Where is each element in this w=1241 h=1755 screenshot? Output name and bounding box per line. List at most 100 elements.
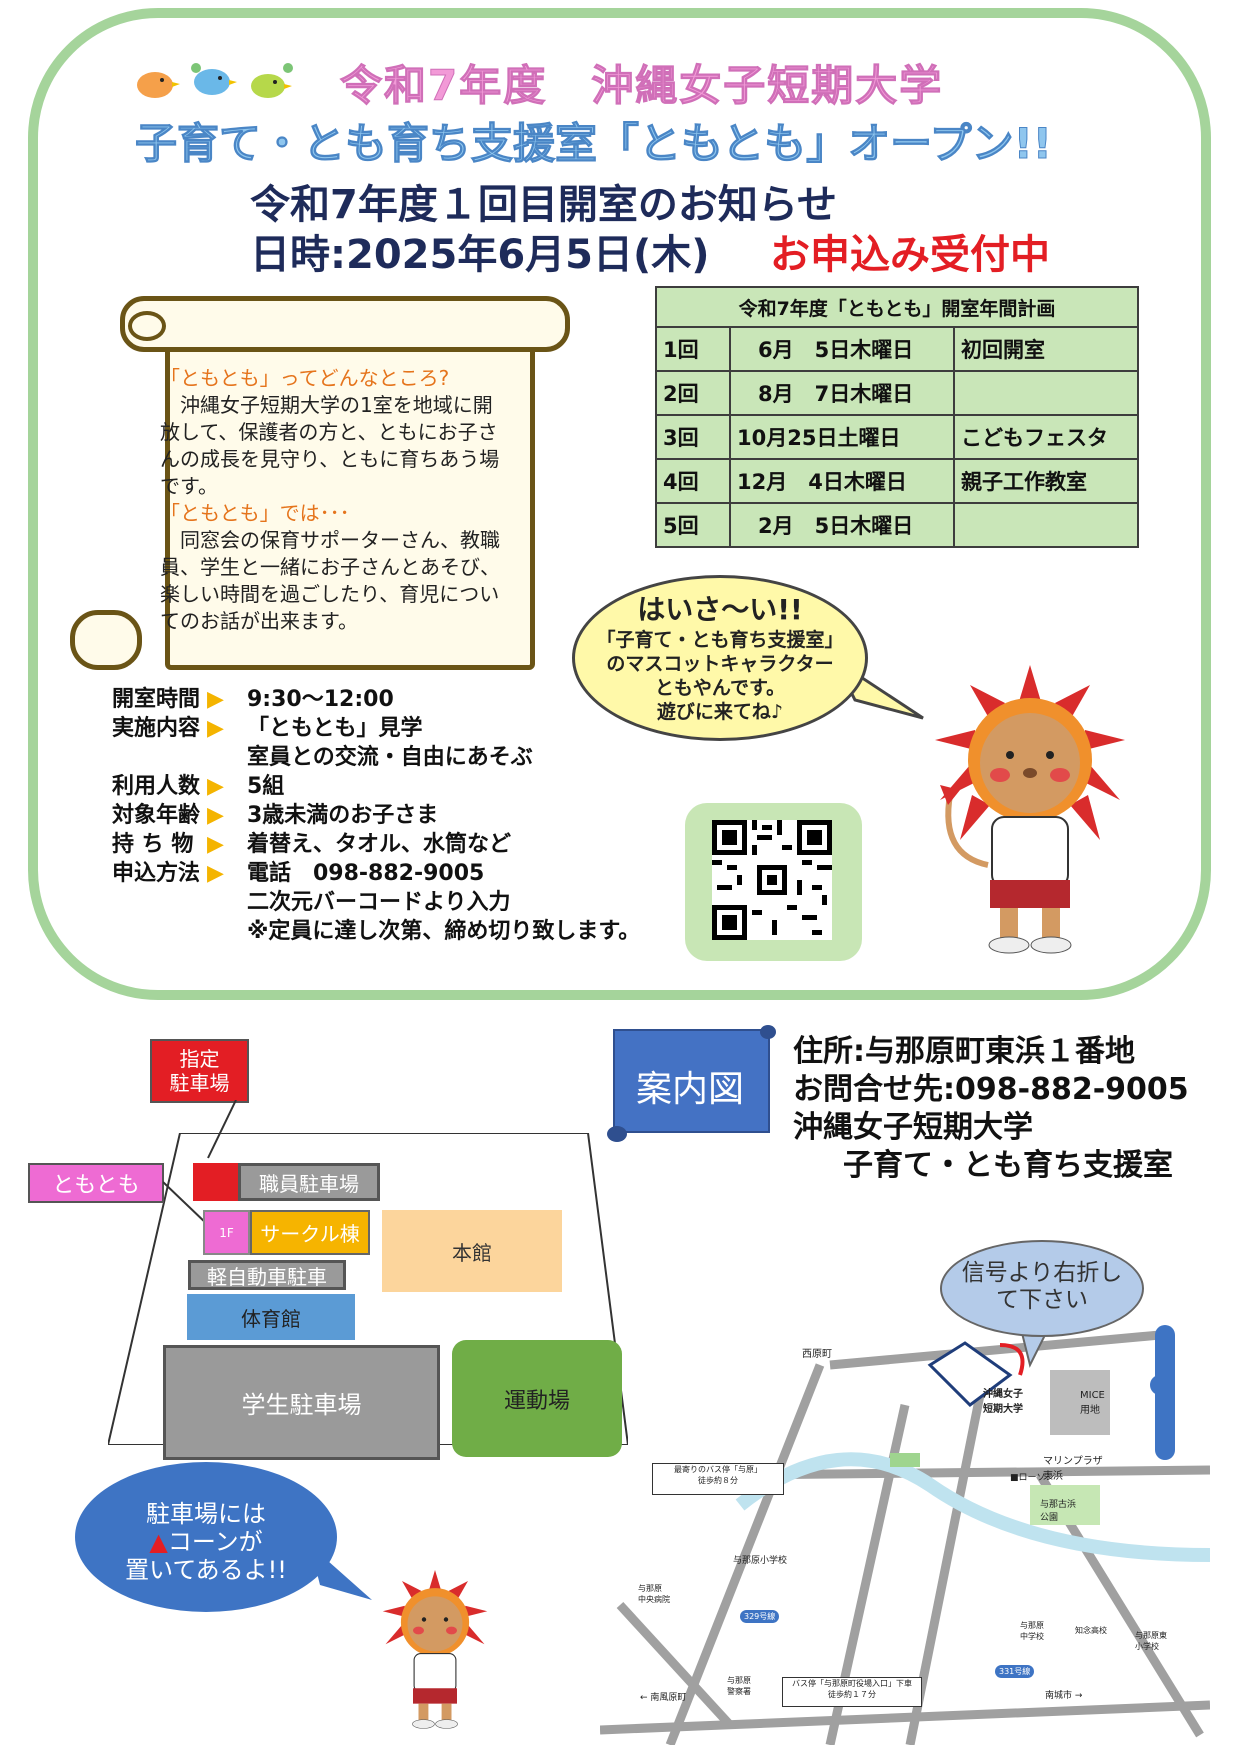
cone-icon: ▲ <box>149 1528 168 1556</box>
tomotomo-label: ともとも <box>28 1163 164 1203</box>
bus-stop-label-2: バス停「与那原町役場入口」下車 徒歩約１７分 <box>782 1677 922 1707</box>
first-floor-tomotomo: 1F <box>203 1210 250 1255</box>
scroll-heading-2: 「ともとも」では･･･ <box>160 501 350 525</box>
arrow-right-icon: ▶ <box>207 716 224 741</box>
mascot-speech-bubble: はいさ～い!! 「子育て・とも育ち支援室」 のマスコットキャラクター ともやんで… <box>572 575 868 741</box>
staff-parking: 職員駐車場 <box>238 1163 380 1201</box>
map-label-nanjo: 南城市 → <box>1045 1691 1083 1701</box>
event-info-list: 開室時間▶9:30～12:00 実施内容▶「ともとも」見学 室員との交流・自由に… <box>112 685 640 946</box>
table-row: 5回 2月 5日木曜日 <box>655 502 1139 548</box>
bubble-greeting: はいさ～い!! <box>637 593 803 626</box>
info-apply-value: 電話 098-882-9005 <box>247 861 485 886</box>
map-label-east-elem: 与那原東 小学校 <box>1135 1631 1167 1651</box>
scroll-top-roll <box>120 296 570 352</box>
bubble3-line1: 信号より右折し <box>961 1260 1123 1286</box>
bubble-line4: ともやんです。 <box>654 677 786 699</box>
map-label-nishihara: 西原町 <box>802 1349 832 1360</box>
info-apply-label: 申込方法 <box>112 861 201 886</box>
arrow-right-icon: ▶ <box>207 774 224 799</box>
notice-status: お申込み受付中 <box>770 232 1050 278</box>
map-label-police: 与那原 警察署 <box>727 1676 751 1696</box>
circle-building: サークル棟 <box>250 1210 370 1255</box>
map-label-mice: MICE 用地 <box>1080 1390 1105 1416</box>
map-label-chinen: 知念高校 <box>1075 1626 1107 1635</box>
info-apply-value-2: 二次元バーコードより入力 <box>247 890 511 915</box>
mascot-lion-small-illustration <box>380 1555 490 1754</box>
scroll-text: 「ともとも」ってどんなところ? 沖縄女子短期大学の1室を地域に開放して、保護者の… <box>160 365 512 635</box>
bus-stop-label-1: 最寄りのバス停「与原」 徒歩約８分 <box>652 1463 784 1495</box>
gymnasium: 体育館 <box>187 1294 355 1340</box>
scroll-curl-top <box>128 311 166 341</box>
map-label-marina: マリンプラザ 東浜 <box>1043 1456 1103 1482</box>
turn-right-note-bubble: 信号より右折し て下さい <box>940 1240 1144 1337</box>
notice-date: 日時:2025年6月5日(木) <box>250 232 710 278</box>
sports-field: 運動場 <box>452 1340 622 1457</box>
address-line: 住所:与那原町東浜１番地 <box>793 1034 1135 1069</box>
guide-map-banner <box>602 1022 777 1145</box>
info-hours-label: 開室時間 <box>112 687 201 712</box>
info-content-value-2: 室員との交流・自由にあそぶ <box>247 745 533 770</box>
map-label-route-331: 331号線 <box>995 1665 1035 1678</box>
designated-parking-label: 指定 駐車場 <box>150 1039 249 1103</box>
map-label-college: 沖縄女子 短期大学 <box>983 1389 1023 1415</box>
arrow-right-icon: ▶ <box>207 861 224 886</box>
bird-decoration <box>130 60 300 109</box>
map-label-lawson: ■ローソン <box>1010 1473 1055 1483</box>
mascot-lion-illustration <box>930 665 1130 969</box>
college-name: 沖縄女子短期大学 <box>793 1110 1033 1145</box>
bubble-line2: 「子育て・とも育ち支援室」 <box>596 629 844 651</box>
annual-plan-table: 令和7年度「ともとも」開室年間計画 1回 6月 5日木曜日初回開室 2回 8月 … <box>655 286 1139 548</box>
arrow-right-icon: ▶ <box>207 803 224 828</box>
office-name: 子育て・とも育ち支援室 <box>843 1148 1173 1183</box>
map-label-yonabaru-elem: 与那原小学校 <box>733 1556 788 1566</box>
kei-car-parking: 軽自動車駐車 <box>188 1260 346 1290</box>
info-content-value: 「ともとも」見学 <box>247 716 423 741</box>
road-map <box>599 1305 1211 1747</box>
info-apply-note: ※定員に達し次第、締め切り致します。 <box>247 919 641 944</box>
scroll-body-2: 同窓会の保育サポーターさん、教職員、学生と一緒にお子さんとあそび、楽しい時間を過… <box>160 528 500 633</box>
qr-code[interactable] <box>712 820 832 940</box>
info-items-label: 持 ち 物 <box>112 832 194 857</box>
scroll-heading-1: 「ともとも」ってどんなところ? <box>160 366 450 390</box>
arrow-right-icon: ▶ <box>207 687 224 712</box>
info-age-value: 3歳未満のお子さま <box>247 803 439 828</box>
leader-line <box>200 1099 240 1164</box>
map-label-hospital: 与那原 中央病院 <box>638 1584 670 1604</box>
scroll-body <box>165 342 535 670</box>
bubble2-line3: 置いてあるよ!! <box>125 1556 287 1584</box>
scroll-body-1: 沖縄女子短期大学の1室を地域に開放して、保護者の方と、ともにお子さんの成長を見守… <box>160 393 500 498</box>
table-row: 1回 6月 5日木曜日初回開室 <box>655 326 1139 372</box>
arrow-right-icon: ▶ <box>207 832 224 857</box>
map-label-route-329: 329号線 <box>740 1610 780 1623</box>
info-hours-value: 9:30～12:00 <box>247 687 394 712</box>
info-items-value: 着替え、タオル、水筒など <box>247 832 512 857</box>
info-age-label: 対象年齢 <box>112 803 201 828</box>
title-line2: 子育て・とも育ち支援室「ともとも」オープン!! <box>135 119 1053 169</box>
title-line1: 令和7年度 沖縄女子短期大学 <box>339 61 944 111</box>
map-label-jhs: 与那原 中学校 <box>1020 1621 1044 1641</box>
plan-title: 令和7年度「ともとも」開室年間計画 <box>655 286 1139 328</box>
notice-heading: 令和7年度１回目開室のお知らせ <box>250 182 838 228</box>
info-capacity-label: 利用人数 <box>112 774 201 799</box>
map-label-nanpu: ← 南風原町 <box>640 1693 687 1703</box>
guide-map-title: 案内図 <box>635 1069 744 1110</box>
map-label-park: 与那古浜 公園 <box>1040 1500 1077 1523</box>
address-block: 住所:与那原町東浜１番地 お問合せ先:098-882-9005 沖縄女子短期大学… <box>793 1033 1189 1185</box>
leader-line <box>162 1180 213 1234</box>
student-parking: 学生駐車場 <box>163 1345 440 1460</box>
bubble2-line1: 駐車場には <box>146 1500 266 1528</box>
info-capacity-value: 5組 <box>247 774 285 799</box>
parking-note-bubble: 駐車場には ▲コーンが 置いてあるよ!! <box>75 1462 337 1612</box>
contact-phone: お問合せ先:098-882-9005 <box>793 1072 1189 1107</box>
scroll-curl-bottom <box>70 610 142 670</box>
bubble2-line2: コーンが <box>167 1528 263 1556</box>
bubble3-line2: て下さい <box>996 1287 1088 1313</box>
table-row: 2回 8月 7日木曜日 <box>655 370 1139 416</box>
bubble-line3: のマスコットキャラクター <box>606 653 834 675</box>
info-content-label: 実施内容 <box>112 716 201 741</box>
main-building: 本館 <box>382 1210 562 1292</box>
designated-parking-spot <box>193 1163 238 1201</box>
bubble-line5: 遊びに来てね♪ <box>656 701 784 723</box>
